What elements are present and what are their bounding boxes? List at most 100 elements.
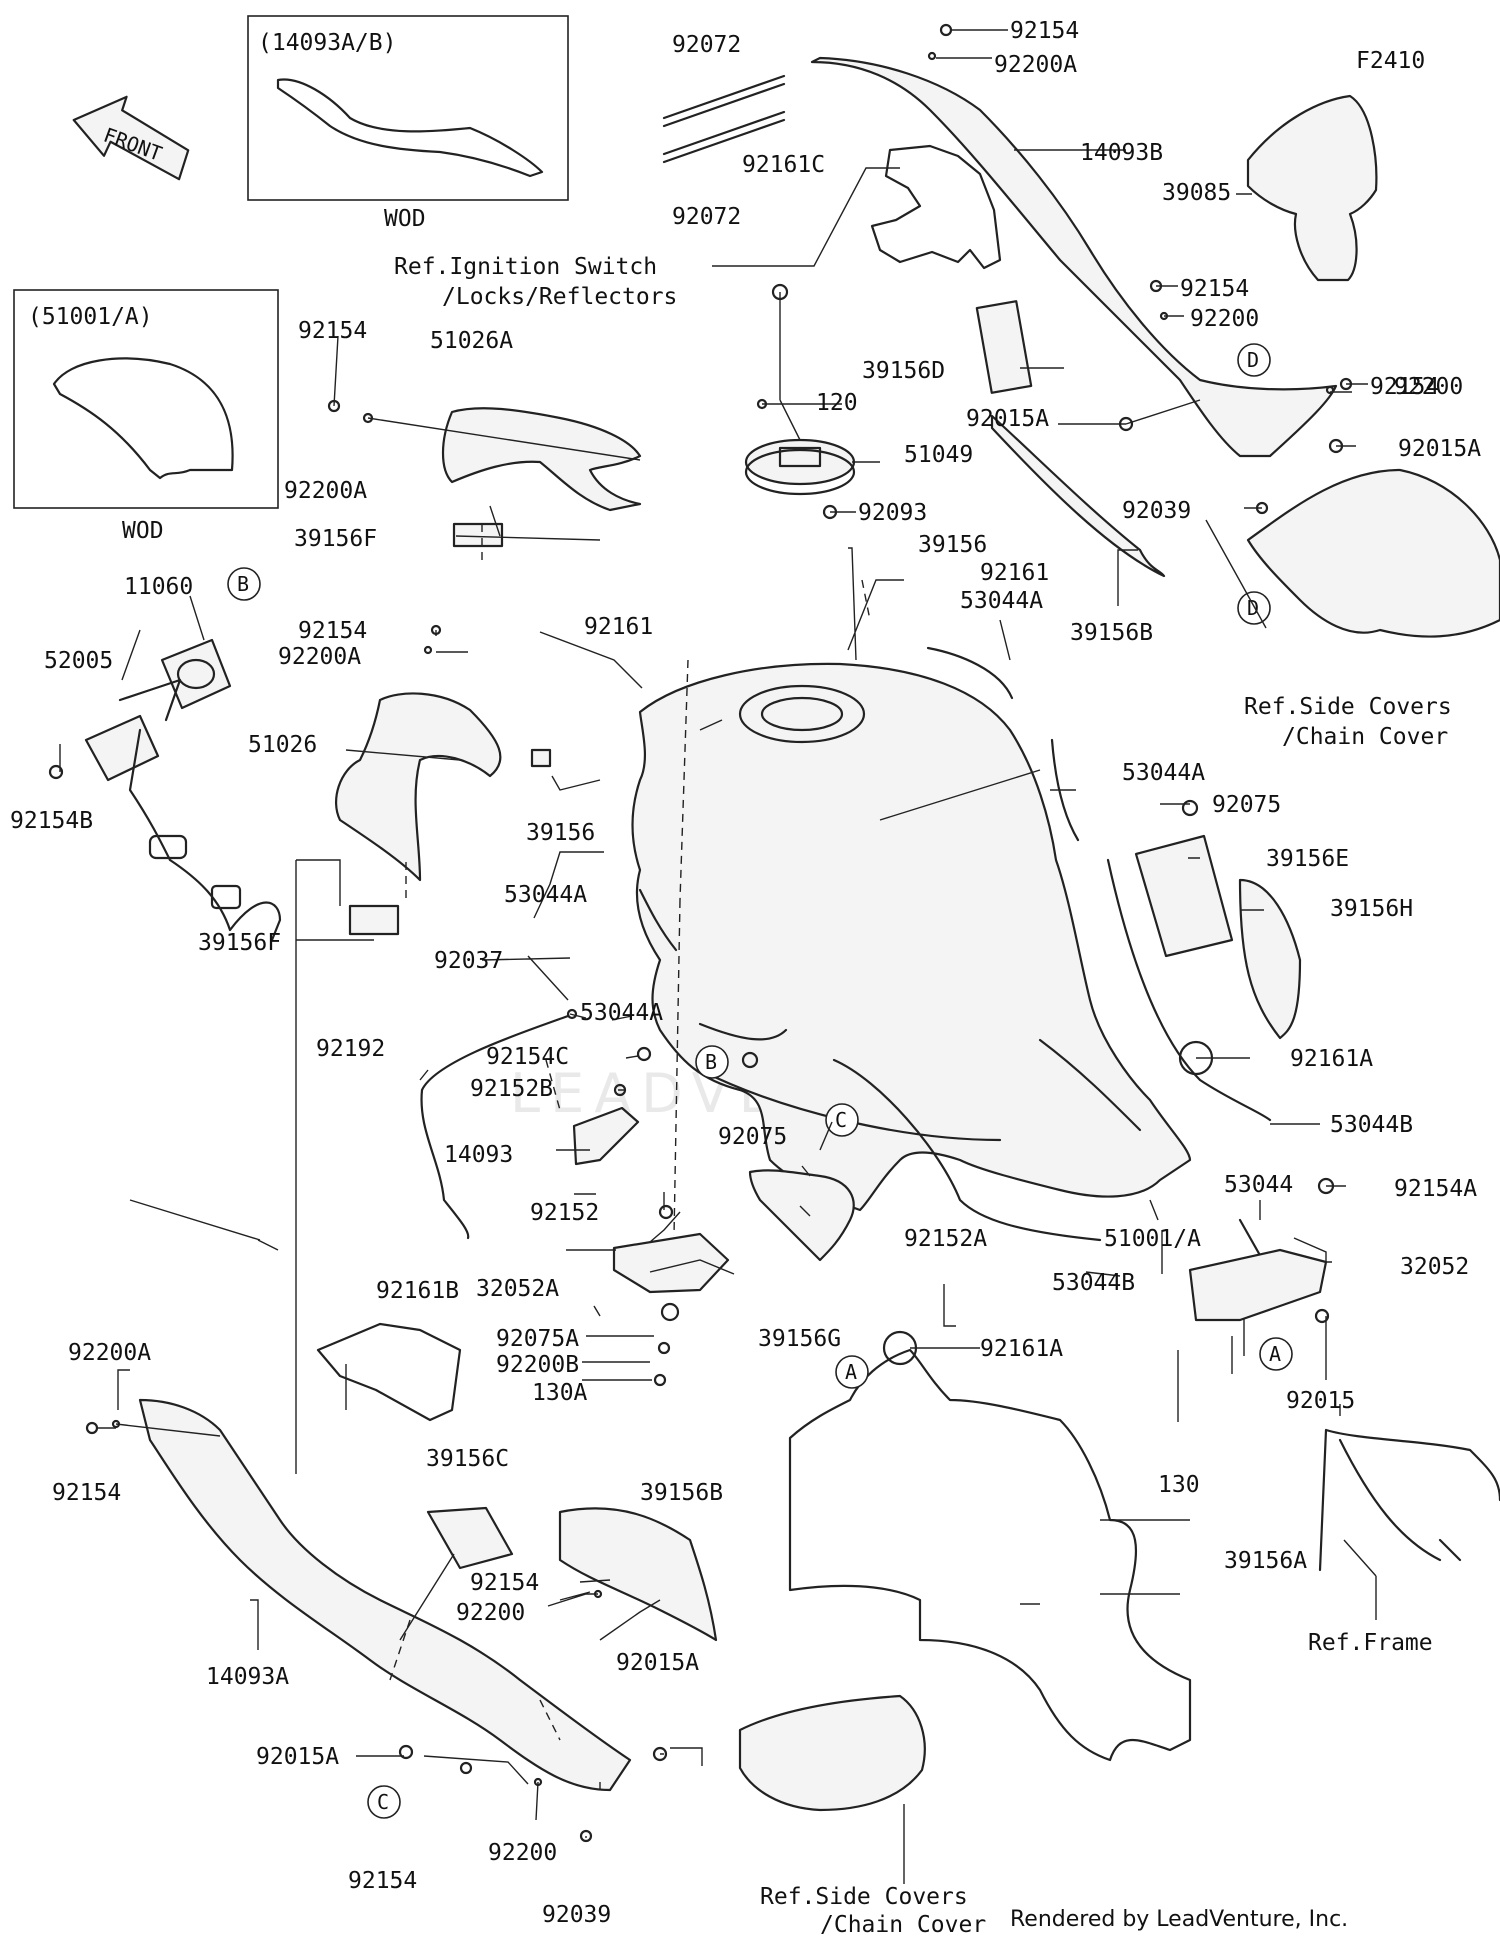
label-92015A-bl: 92015A (256, 1744, 339, 1770)
label-39156F-c: 39156F (198, 930, 281, 956)
mat-39156A (788, 1348, 1192, 1762)
label-92154A: 92154A (1394, 1176, 1477, 1202)
figure-code: F2410 (1356, 48, 1425, 74)
label-92039-r: 92039 (1122, 498, 1191, 524)
pad-39156F-top (452, 522, 504, 548)
hose-53044B-mid (832, 1058, 1102, 1242)
pad-39156H (1238, 878, 1302, 1040)
label-39156E: 39156E (1266, 846, 1349, 872)
label-39156H: 39156H (1330, 896, 1413, 922)
ref-side-top-1: Ref.Side Covers (1244, 694, 1452, 720)
label-39085: 39085 (1162, 180, 1231, 206)
label-92039-b: 92039 (542, 1902, 611, 1928)
pad-39156G (748, 1169, 855, 1262)
label-39156F-l: 39156F (294, 526, 377, 552)
svg-text:B: B (237, 572, 249, 596)
label-92200A-top: 92200A (994, 52, 1077, 78)
fuel-cap-51049 (744, 438, 856, 496)
bracket-92161C (870, 144, 1002, 270)
label-53044: 53044 (1224, 1172, 1293, 1198)
bracket-32052A (612, 1232, 730, 1294)
inset-1-title: (14093A/B) (258, 30, 396, 56)
strip-39156B-top (990, 414, 1166, 578)
seat-39085 (1246, 94, 1378, 282)
svg-text:C: C (835, 1108, 847, 1132)
label-14093B: 14093B (1080, 140, 1163, 166)
svg-text:B: B (705, 1050, 717, 1074)
label-92200A-l: 92200A (284, 478, 367, 504)
ref-ignition-1: Ref.Ignition Switch (394, 254, 657, 280)
label-51026: 51026 (248, 732, 317, 758)
label-92154B: 92154B (10, 808, 93, 834)
label-92154-r2: 92154 (1370, 374, 1439, 400)
cover-14093A (138, 1398, 632, 1792)
label-14093A: 14093A (206, 1664, 289, 1690)
hose-92192 (420, 1014, 570, 1240)
hose-53044A-top (926, 646, 1014, 700)
label-51001A: 51001/A (1104, 1226, 1201, 1252)
label-92015-r: 92015 (1286, 1388, 1355, 1414)
hardware-points (48, 23, 1353, 1843)
label-92200-b: 92200 (456, 1600, 525, 1626)
label-92161-c: 92161 (584, 614, 653, 640)
pad-39156E (1134, 834, 1234, 958)
inset-1-caption: WOD (384, 206, 426, 232)
label-53044A-m: 53044A (960, 588, 1043, 614)
label-92200-r1: 92200 (1190, 306, 1259, 332)
cover-51026 (335, 692, 502, 882)
inset-14093: (14093A/B) WOD (247, 15, 569, 232)
svg-text:D: D (1247, 348, 1259, 372)
label-92154-r1: 92154 (1180, 276, 1249, 302)
label-92154-bb: 92154 (348, 1868, 417, 1894)
label-52005: 52005 (44, 648, 113, 674)
credit-text: Rendered by LeadVenture, Inc. (1010, 1907, 1348, 1932)
ref-side-top-2: /Chain Cover (1282, 724, 1448, 750)
label-39156-c: 39156 (526, 820, 595, 846)
dashed-lines (389, 524, 871, 1741)
label-92152A: 92152A (904, 1226, 987, 1252)
label-39156D: 39156D (862, 358, 945, 384)
pad-39156C (426, 1506, 514, 1570)
label-32052: 32052 (1400, 1254, 1469, 1280)
pad-39156 (530, 748, 552, 768)
label-92015A-b: 92015A (616, 1650, 699, 1676)
label-53044A-l: 53044A (504, 882, 587, 908)
label-39156C: 39156C (426, 1446, 509, 1472)
label-39156-m: 39156 (918, 532, 987, 558)
label-130A: 130A (532, 1380, 588, 1406)
label-92093: 92093 (858, 500, 927, 526)
hose-53044A-right (1050, 738, 1080, 842)
ref-ignition-2: /Locks/Reflectors (442, 284, 677, 310)
label-11060: 11060 (124, 574, 193, 600)
ref-frame: Ref.Frame (1308, 1630, 1433, 1656)
label-92154-b: 92154 (470, 1570, 539, 1596)
gasket-11060 (160, 638, 232, 710)
cover-51026A (442, 407, 642, 512)
label-53044B-m: 53044B (1052, 1270, 1135, 1296)
leader-lines (59, 29, 1377, 1884)
pad-39156D (975, 300, 1033, 394)
label-51049: 51049 (904, 442, 973, 468)
ref-side-bottom-2: /Chain Cover (820, 1912, 986, 1938)
label-92152B: 92152B (470, 1076, 553, 1102)
label-92015A-r: 92015A (1398, 436, 1481, 462)
label-120: 120 (816, 390, 858, 416)
label-92015A-m: 92015A (966, 406, 1049, 432)
side-cover-right (1246, 468, 1500, 638)
label-92152: 92152 (530, 1200, 599, 1226)
hose-53044A-center (698, 1022, 788, 1041)
callout-a-1: A (835, 1355, 869, 1389)
label-92200B: 92200B (496, 1352, 579, 1378)
label-92161A-r: 92161A (1290, 1046, 1373, 1072)
callout-b-2: B (695, 1045, 729, 1079)
label-92072-bot: 92072 (672, 204, 741, 230)
fuel-tank-51001 (631, 662, 1192, 1212)
hose-53044A-left (638, 888, 678, 952)
labels: 92072 92072 92154 92200A 14093B 92161C 3… (10, 18, 1481, 1938)
label-92154-l: 92154 (298, 318, 367, 344)
pad-39156F-left (348, 904, 400, 936)
label-92161C: 92161C (742, 152, 825, 178)
label-53044A-l2: 53044A (580, 1000, 663, 1026)
label-51026A: 51026A (430, 328, 513, 354)
label-92200-bb: 92200 (488, 1840, 557, 1866)
